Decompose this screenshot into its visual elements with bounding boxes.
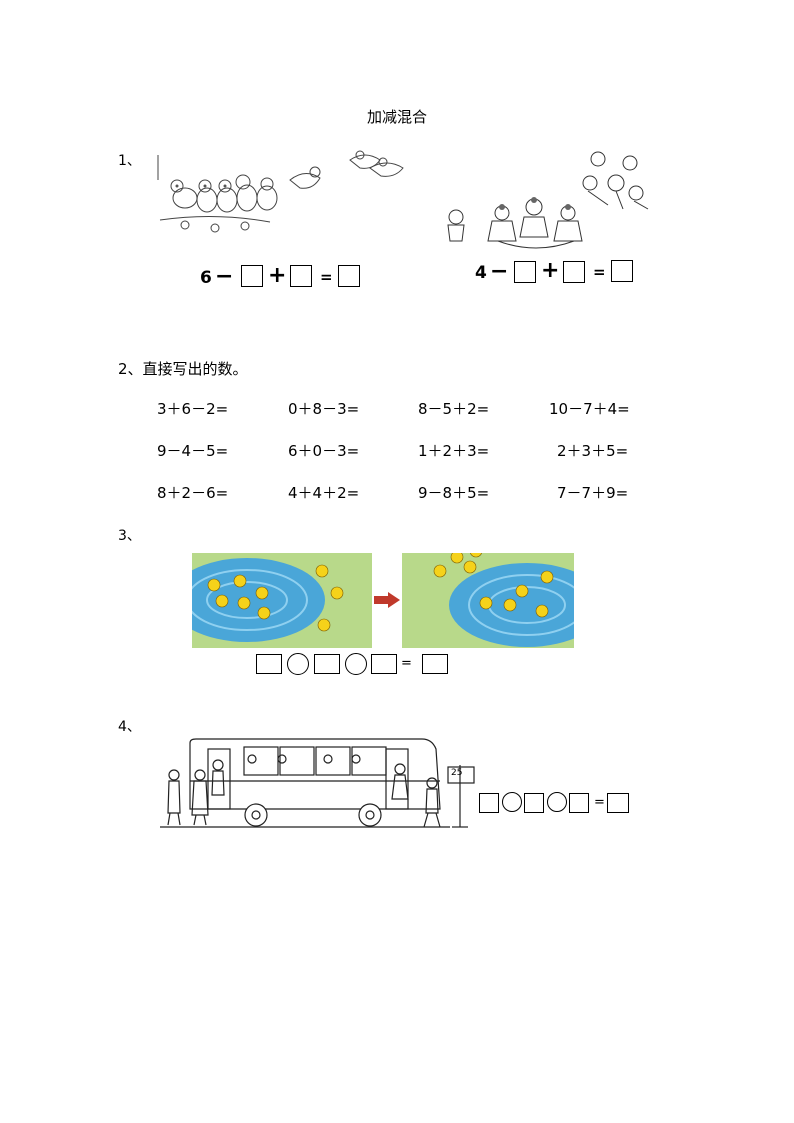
equation: 8－5＋2= <box>418 400 490 418</box>
minus-sign: − <box>490 259 509 284</box>
answer-box[interactable] <box>611 260 633 282</box>
duck-pond-after <box>402 553 574 648</box>
answer-box[interactable] <box>290 265 312 287</box>
q2-heading: 2、直接写出的数。 <box>118 360 248 378</box>
equation: 2＋3＋5= <box>557 442 629 460</box>
answer-box[interactable] <box>607 793 629 813</box>
answer-box[interactable] <box>569 793 589 813</box>
answer-box[interactable] <box>256 654 282 674</box>
bus-stop-sign: 25 <box>451 768 463 778</box>
operator-circle[interactable] <box>547 792 567 812</box>
equation: 0＋8－3= <box>288 400 360 418</box>
birds-illustration <box>157 150 404 233</box>
duck-pond-before <box>192 553 372 648</box>
operator-circle[interactable] <box>502 792 522 812</box>
q1-left-start: 6 <box>200 268 212 288</box>
equation: 1＋2＋3= <box>418 442 490 460</box>
answer-box[interactable] <box>314 654 340 674</box>
equation: 3＋6－2= <box>157 400 229 418</box>
page-title: 加减混合 <box>366 108 427 126</box>
answer-box[interactable] <box>241 265 263 287</box>
q1-right-start: 4 <box>475 263 487 283</box>
answer-box[interactable] <box>422 654 448 674</box>
q1-number: 1、 <box>118 153 141 169</box>
answer-box[interactable] <box>514 261 536 283</box>
q3-number: 3、 <box>118 528 141 544</box>
equals-sign: = <box>401 656 412 671</box>
equation: 6＋0－3= <box>288 442 360 460</box>
plus-sign: + <box>268 263 287 288</box>
answer-box[interactable] <box>563 261 585 283</box>
answer-box[interactable] <box>338 265 360 287</box>
operator-circle[interactable] <box>287 653 309 675</box>
answer-box[interactable] <box>524 793 544 813</box>
q4-number: 4、 <box>118 719 141 735</box>
answer-box[interactable] <box>371 654 397 674</box>
children-illustration <box>447 151 649 249</box>
equation: 7－7＋9= <box>557 484 629 502</box>
equation: 8＋2－6= <box>157 484 229 502</box>
equation: 4＋4＋2= <box>288 484 360 502</box>
equals-sign: = <box>593 263 606 281</box>
equals-sign: = <box>320 268 333 286</box>
minus-sign: − <box>215 264 234 289</box>
bus-illustration <box>160 738 475 828</box>
equals-sign: = <box>594 795 605 810</box>
equation: 9－8＋5= <box>418 484 490 502</box>
arrow-right-icon <box>374 592 400 608</box>
equation: 9－4－5= <box>157 442 229 460</box>
equation: 10－7＋4= <box>549 400 630 418</box>
plus-sign: + <box>541 258 560 283</box>
operator-circle[interactable] <box>345 653 367 675</box>
answer-box[interactable] <box>479 793 499 813</box>
